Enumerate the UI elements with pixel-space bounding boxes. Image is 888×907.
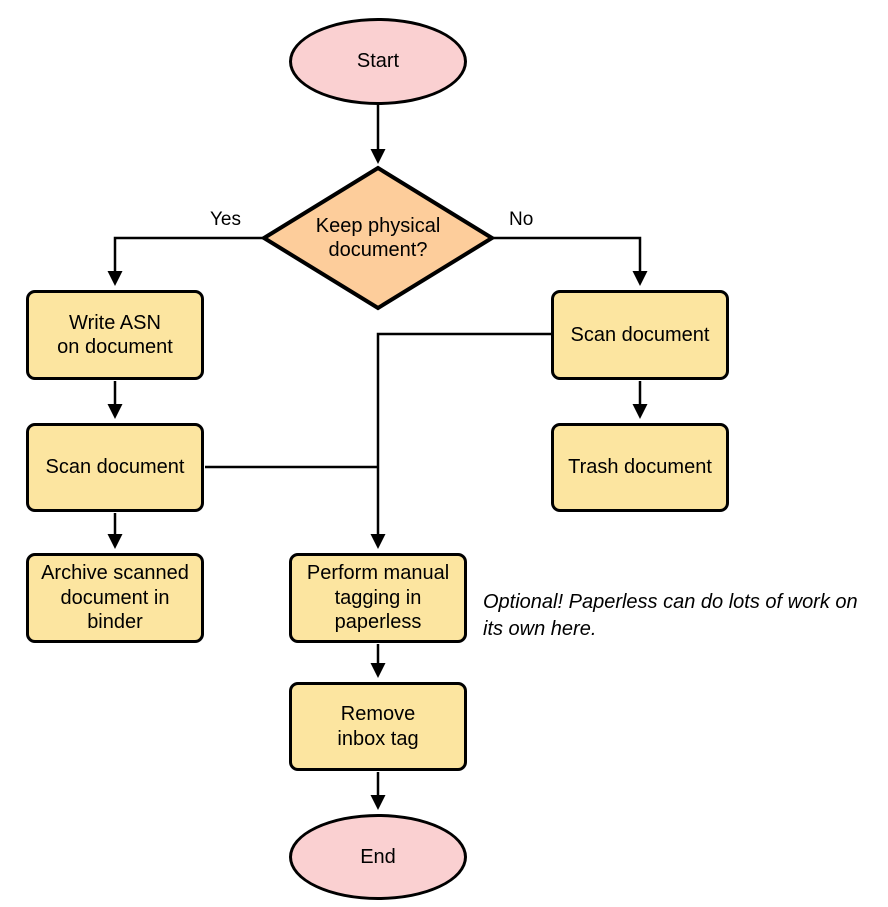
- node-decision-label-line1: Keep physical: [315, 214, 441, 237]
- node-archive-scanned-document[interactable]: Archive scanned document in binder: [26, 553, 204, 643]
- node-start[interactable]: Start: [289, 18, 467, 105]
- node-scan-document-left[interactable]: Scan document: [26, 423, 204, 512]
- node-manual-tagging-label-line3: paperless: [334, 611, 422, 634]
- edge-label-no: No: [509, 209, 534, 230]
- node-keep-physical-document-decision[interactable]: Keep physical document?: [264, 168, 492, 308]
- node-remove-inbox-label-line1: Remove: [340, 703, 416, 726]
- node-write-asn-on-document[interactable]: Write ASN on document: [26, 290, 204, 380]
- node-archive-label-line2: document in: [60, 586, 170, 609]
- node-trash-document[interactable]: Trash document: [551, 423, 729, 512]
- node-write-asn-label-line1: Write ASN: [69, 311, 161, 334]
- node-remove-inbox-label-line2: inbox tag: [337, 727, 419, 750]
- node-decision-label-line2: document?: [328, 239, 428, 261]
- node-archive-label: Archive scanned document in binder: [41, 561, 189, 634]
- edge-scanright-to-tagging: [370, 332, 551, 549]
- node-remove-inbox-tag[interactable]: Remove inbox tag: [289, 682, 467, 771]
- node-manual-tagging-label-line1: Perform manual: [306, 562, 450, 585]
- node-write-asn-label: Write ASN on document: [57, 311, 173, 360]
- node-manual-tagging-label-line2: tagging in: [334, 586, 422, 609]
- node-perform-manual-tagging[interactable]: Perform manual tagging in paperless: [289, 553, 467, 643]
- node-start-label: Start: [356, 50, 400, 73]
- node-archive-label-line1: Archive scanned: [41, 562, 189, 585]
- node-remove-inbox-label: Remove inbox tag: [337, 702, 418, 751]
- node-end-label: End: [360, 845, 396, 868]
- edge-decision-yes: [107, 236, 263, 286]
- node-scan-document-right-label: Scan document: [570, 323, 710, 346]
- node-write-asn-label-line2: on document: [57, 336, 173, 358]
- note-optional-paperless: Optional! Paperless can do lots of work …: [483, 589, 888, 643]
- node-decision-label: Keep physical document?: [310, 214, 447, 263]
- node-archive-label-line3: binder: [87, 611, 143, 634]
- node-manual-tagging-label: Perform manual tagging in paperless: [307, 561, 449, 634]
- decision-diamond-shape: [260, 165, 496, 311]
- node-scan-document-right[interactable]: Scan document: [551, 290, 729, 380]
- note-line2: its own here.: [483, 618, 597, 640]
- node-trash-document-label: Trash document: [568, 456, 712, 479]
- note-line1: Optional! Paperless can do lots of work …: [483, 591, 858, 613]
- edge-decision-no: [493, 236, 648, 286]
- edge-label-yes: Yes: [210, 209, 241, 230]
- node-scan-document-left-label: Scan document: [45, 456, 185, 479]
- node-end[interactable]: End: [289, 814, 467, 900]
